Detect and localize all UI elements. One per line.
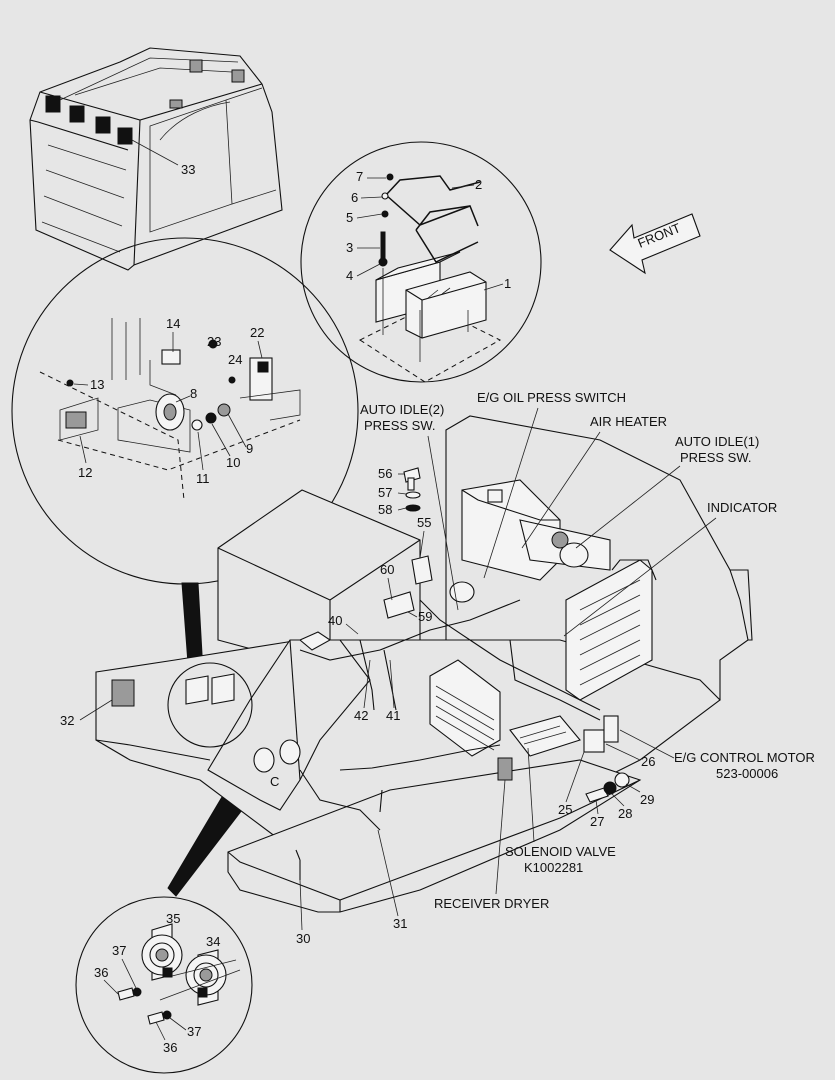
label-eg-control-motor-line1: E/G CONTROL MOTOR [674,750,815,765]
leader-auto-idle2 [427,435,459,611]
callout-34: 34 [206,934,220,949]
leader-solenoid-valve [527,747,535,843]
callout-3: 3 [346,240,353,255]
callout-12: 12 [78,465,92,480]
callout-32: 32 [60,713,74,728]
label-auto-idle2-line2: PRESS SW. [364,418,436,433]
callout-41: 41 [386,708,400,723]
callout-31: 31 [393,916,407,931]
label-eg-control-motor-line2: 523-00006 [716,766,778,781]
callout-35: 35 [166,911,180,926]
horn-detail-circle [75,896,253,1074]
cab-assembly [29,47,283,271]
callout-10: 10 [226,455,240,470]
callout-27: 27 [590,814,604,829]
label-auto-idle1-line1: AUTO IDLE(1) [675,434,759,449]
callout-59: 59 [418,609,432,624]
callout-2: 2 [475,177,482,192]
label-auto-idle2-line1: AUTO IDLE(2) [360,402,444,417]
callout-26: 26 [641,754,655,769]
callout-30: 30 [296,931,310,946]
callout-1: 1 [504,276,511,291]
callout-55: 55 [417,515,431,530]
callout-7: 7 [356,169,363,184]
callout-37-upper: 37 [112,943,126,958]
callout-22: 22 [250,325,264,340]
callout-60: 60 [380,562,394,577]
callout-58: 58 [378,502,392,517]
callout-9: 9 [246,441,253,456]
callout-5: 5 [346,210,353,225]
label-air-heater: AIR HEATER [590,414,667,429]
callout-4: 4 [346,268,353,283]
battery-detail-circle [300,141,542,383]
callout-56: 56 [378,466,392,481]
leader-auto-idle1 [575,465,681,549]
label-indicator: INDICATOR [707,500,777,515]
callout-37-lower: 37 [187,1024,201,1039]
callout-57: 57 [378,485,392,500]
callout-36-upper: 36 [94,965,108,980]
front-direction-arrow [609,213,701,275]
callout-40: 40 [328,613,342,628]
callout-36-lower: 36 [163,1040,177,1055]
callout-29: 29 [640,792,654,807]
leader-eg-control-motor [619,729,675,759]
callout-42: 42 [354,708,368,723]
electrical-detail-circle [11,237,359,585]
callout-6: 6 [351,190,358,205]
leader-air-heater [521,431,601,549]
callout-11: 11 [196,471,210,486]
machine-upper-structure [95,415,753,913]
callout-14: 14 [166,316,180,331]
label-eg-oil-press-switch: E/G OIL PRESS SWITCH [477,390,626,405]
callout-25: 25 [558,802,572,817]
label-auto-idle1-line2: PRESS SW. [680,450,752,465]
detail-c-label: C [270,774,279,789]
label-solenoid-valve-line2: K1002281 [524,860,583,875]
leader-receiver-dryer [495,779,506,895]
label-solenoid-valve-line1: SOLENOID VALVE [505,844,616,859]
callout-24: 24 [228,352,242,367]
callout-28: 28 [618,806,632,821]
leader-indicator [563,517,717,637]
hardware-bolts [403,467,630,803]
callout-23: 23 [207,334,221,349]
label-receiver-dryer: RECEIVER DRYER [434,896,549,911]
callout-33: 33 [181,162,195,177]
callout-13: 13 [90,377,104,392]
leader-eg-oil-press-switch [483,407,539,579]
callout-8: 8 [190,386,197,401]
